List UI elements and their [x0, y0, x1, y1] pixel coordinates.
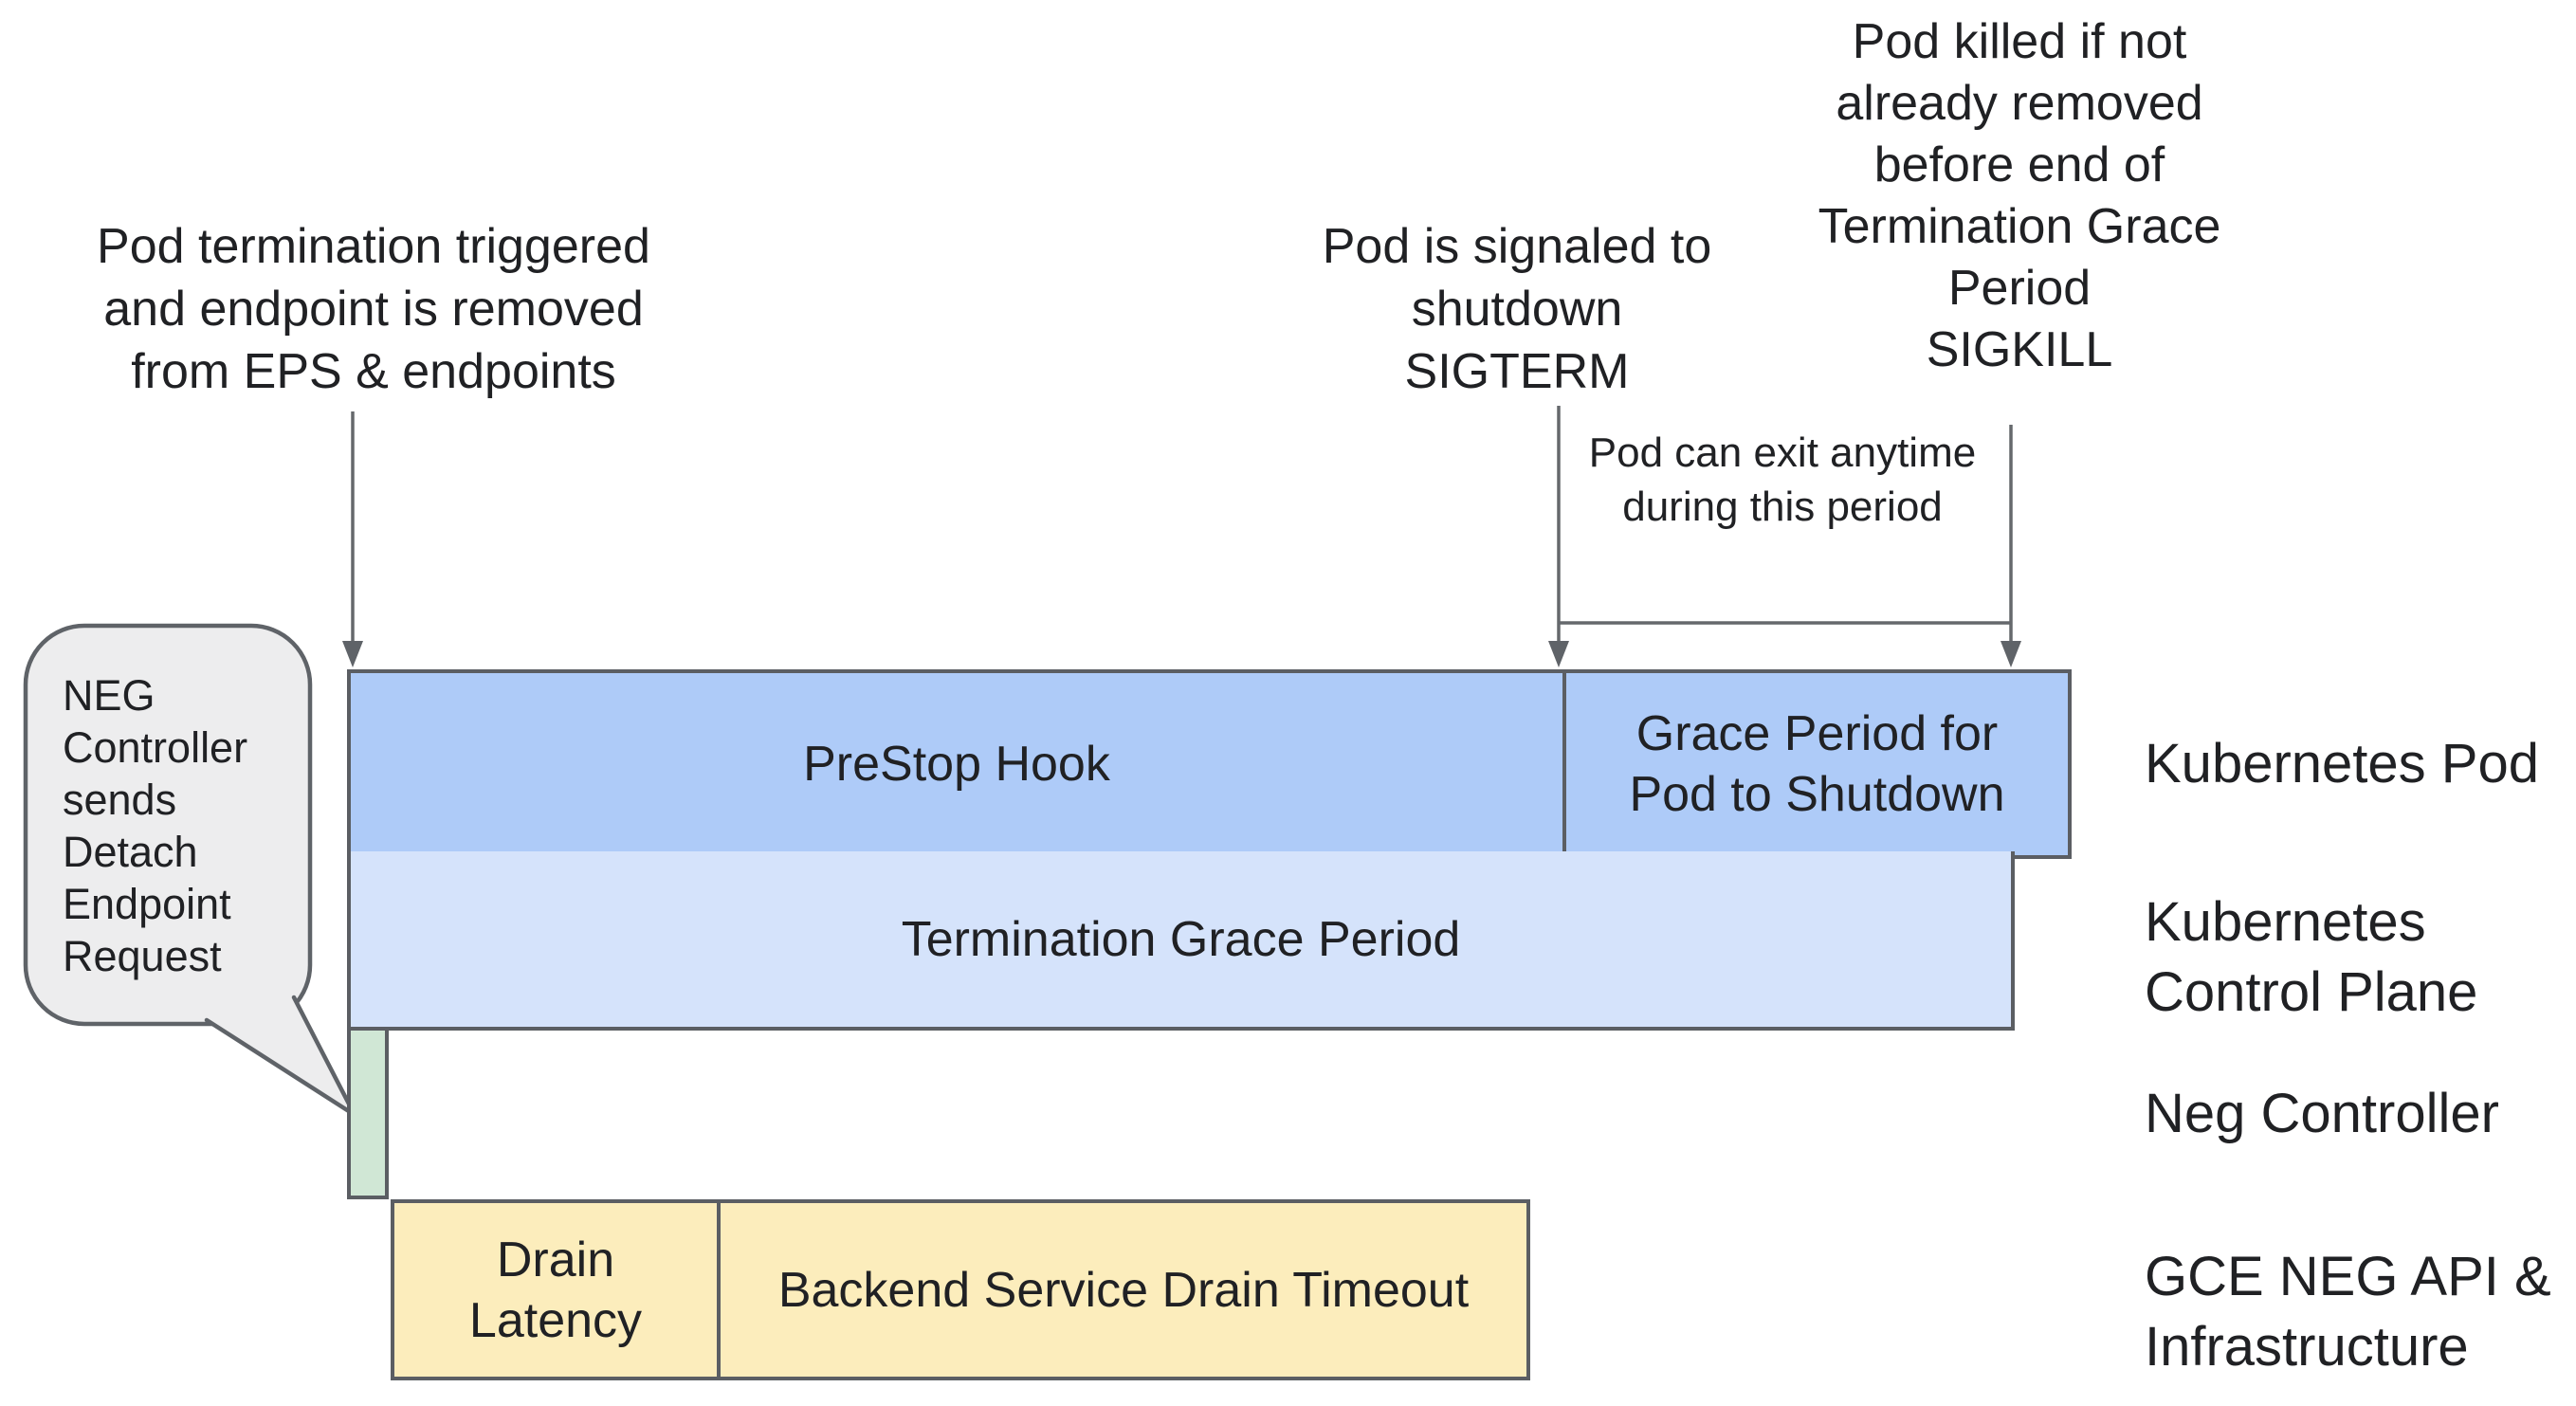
bar-backend-drain-timeout: Backend Service Drain Timeout — [721, 1199, 1530, 1380]
lane-label-kubernetes-pod: Kubernetes Pod — [2145, 733, 2539, 794]
arrow-pod-termination-head — [342, 641, 363, 667]
speech-bubble-tail — [207, 997, 355, 1115]
speech-bubble-shape — [23, 623, 313, 1027]
gce-bar-row: Drain Latency Backend Service Drain Time… — [391, 1199, 1530, 1380]
lane-label-gce-neg-api: GCE NEG API & Infrastructure — [2145, 1246, 2551, 1378]
bar-drain-latency: Drain Latency — [391, 1199, 721, 1380]
lane-label-neg-controller: Neg Controller — [2145, 1083, 2499, 1144]
bar-neg-detach — [347, 1031, 389, 1199]
bar-prestop-hook: PreStop Hook — [347, 669, 1566, 859]
annotation-sigterm: Pod is signaled to shutdown SIGTERM — [1322, 219, 1712, 399]
arrow-sigkill-head — [2001, 641, 2021, 667]
pod-bar-row: PreStop Hook Grace Period for Pod to Shu… — [347, 669, 2072, 859]
annotation-pod-termination: Pod termination triggered and endpoint i… — [97, 219, 650, 399]
speech-bubble-text: NEG Controller sends Detach Endpoint Req… — [63, 671, 248, 980]
lane-label-kubernetes-control-plane: Kubernetes Control Plane — [2145, 891, 2478, 1023]
bar-termination-grace-period: Termination Grace Period — [347, 851, 2015, 1031]
annotation-sigkill: Pod killed if not already removed before… — [1818, 14, 2221, 377]
arrow-sigterm-head — [1548, 641, 1569, 667]
bar-grace-period: Grace Period for Pod to Shutdown — [1566, 669, 2072, 859]
annotation-pod-can-exit: Pod can exit anytime during this period — [1588, 429, 1977, 530]
